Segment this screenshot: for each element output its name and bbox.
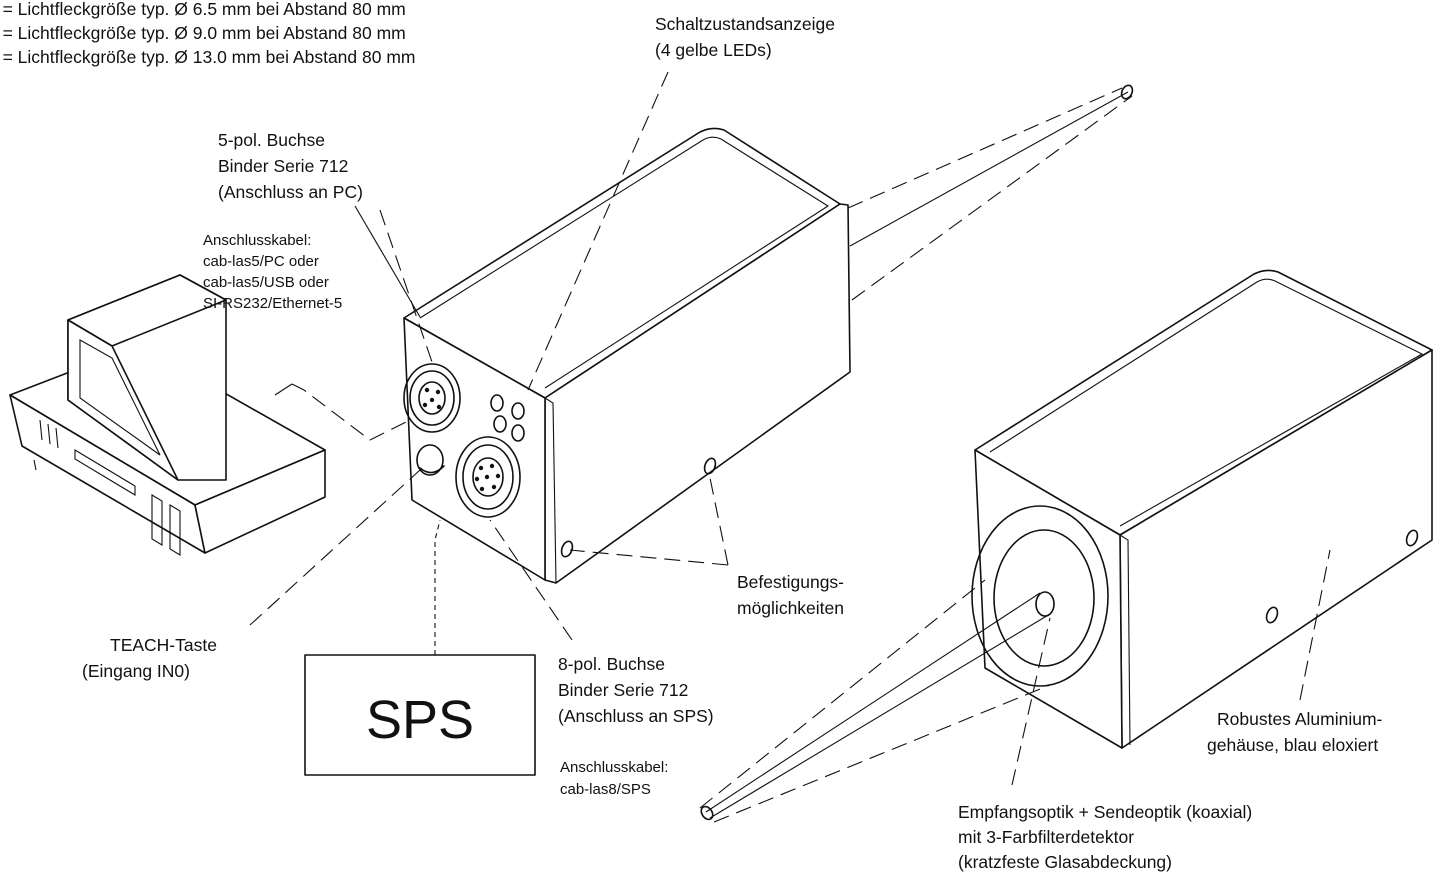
- socket8-line-1: 8-pol. Buchse: [558, 654, 665, 674]
- socket5-line-1: 5-pol. Buchse: [218, 130, 325, 150]
- teach-line-1: TEACH-Taste: [110, 635, 217, 655]
- legend-line-1: 1 = Lichtfleckgröße typ. Ø 6.5 mm bei Ab…: [0, 0, 406, 19]
- cable-pc-line-1: Anschlusskabel:: [203, 232, 311, 249]
- socket-5-pin: [403, 363, 461, 433]
- socket5-line-2: Binder Serie 712: [218, 156, 348, 176]
- teach-line-2: (Eingang IN0): [82, 661, 190, 681]
- socket5-line-3: (Anschluss an PC): [218, 182, 363, 202]
- label-mounting: Befestigungs- möglichkeiten: [737, 572, 844, 618]
- sensor-rear-view: [971, 269, 1433, 749]
- optics-line-2: mit 3-Farbfilterdetektor: [958, 827, 1134, 847]
- optics-line-1: Empfangsoptik + Sendeoptik (koaxial): [958, 802, 1252, 822]
- sps-box-label: SPS: [366, 690, 474, 750]
- label-cable-pc: Anschlusskabel: cab-las5/PC oder cab-las…: [203, 232, 342, 312]
- sensor-front-view: [403, 127, 851, 584]
- legend-line-2: 2 = Lichtfleckgröße typ. Ø 9.0 mm bei Ab…: [0, 23, 406, 43]
- cable-pc-line-2: cab-las5/PC oder: [203, 253, 319, 270]
- light-beam-upper: [847, 84, 1134, 301]
- socket-8-pin: [455, 436, 521, 518]
- cable-sps-line-2: cab-las8/SPS: [560, 781, 651, 798]
- socket8-line-2: Binder Serie 712: [558, 680, 688, 700]
- label-teach: TEACH-Taste (Eingang IN0): [82, 635, 217, 681]
- label-housing: Robustes Aluminium- gehäuse, blau eloxie…: [1207, 709, 1383, 755]
- computer-icon: [9, 274, 326, 556]
- leader-lines: [249, 71, 1331, 786]
- status-leds: [490, 394, 525, 442]
- label-socket-5: 5-pol. Buchse Binder Serie 712 (Anschlus…: [218, 130, 363, 202]
- light-beam-lower: [699, 579, 1051, 823]
- cable-pc-line-3: cab-las5/USB oder: [203, 274, 329, 291]
- sps-box: SPS: [304, 519, 536, 776]
- optics-line-3: (kratzfeste Glasabdeckung): [958, 852, 1172, 872]
- teach-button: [416, 444, 445, 476]
- cable-pc-line-4: SI-RS232/Ethernet-5: [203, 295, 342, 312]
- optics-window: [971, 505, 1109, 687]
- mounting-line-1: Befestigungs-: [737, 572, 844, 592]
- legend-line-3: 3 = Lichtfleckgröße typ. Ø 13.0 mm bei A…: [0, 47, 416, 67]
- spot-size-legend: 1 = Lichtfleckgröße typ. Ø 6.5 mm bei Ab…: [0, 0, 416, 67]
- mounting-line-2: möglichkeiten: [737, 598, 844, 618]
- status-display-line-2: (4 gelbe LEDs): [655, 40, 772, 60]
- status-display-line-1: Schaltzustandsanzeige: [655, 14, 835, 34]
- label-status-display: Schaltzustandsanzeige (4 gelbe LEDs): [655, 14, 835, 60]
- pc-cable-line: [291, 383, 407, 441]
- housing-line-2: gehäuse, blau eloxiert: [1207, 735, 1378, 755]
- socket8-line-3: (Anschluss an SPS): [558, 706, 714, 726]
- label-optics: Empfangsoptik + Sendeoptik (koaxial) mit…: [958, 802, 1252, 872]
- housing-line-1: Robustes Aluminium-: [1217, 709, 1383, 729]
- cable-sps-line-1: Anschlusskabel:: [560, 759, 668, 776]
- label-socket-8: 8-pol. Buchse Binder Serie 712 (Anschlus…: [558, 654, 714, 726]
- label-cable-sps: Anschlusskabel: cab-las8/SPS: [560, 759, 668, 798]
